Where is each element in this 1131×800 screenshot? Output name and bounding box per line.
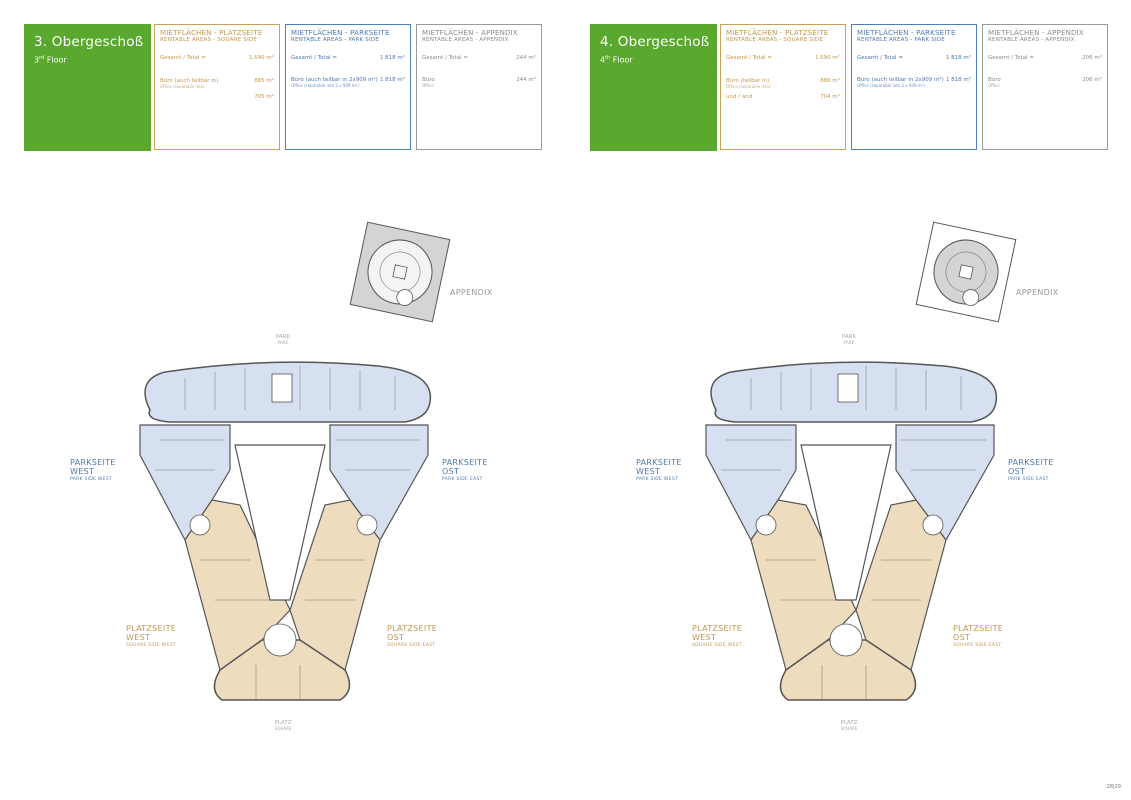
platz-heading: MIETFLÄCHEN - PLATZSEITE [726, 29, 829, 37]
platz-office-row: Büro (teilbar in)Office (separable into)… [726, 78, 840, 89]
platz-total-row: Gesamt / Total =1.590 m² [726, 55, 840, 61]
park-subheading: RENTABLE AREAS - PARK SIDE [291, 37, 379, 43]
platz-subheading: RENTABLE AREAS - SQUARE SIDE [160, 37, 258, 43]
appendix-total-row: Gesamt / Total =244 m² [422, 55, 536, 61]
appendix-heading: MIETFLÄCHEN - APPENDIX [988, 29, 1084, 37]
floor-subtitle: 4th Floor [600, 55, 633, 65]
platz-subheading: RENTABLE AREAS - SQUARE SIDE [726, 37, 824, 43]
appendix-subheading: RENTABLE AREAS - APPENDIX [988, 37, 1075, 43]
park-heading: MIETFLÄCHEN - PARKSEITE [857, 29, 956, 37]
appendix-building [349, 221, 451, 323]
floor-title-block: 4. Obergeschoß 4th Floor [590, 24, 717, 151]
park-area-box: MIETFLÄCHEN - PARKSEITE RENTABLE AREAS -… [285, 24, 411, 150]
park-total-row: Gesamt / Total =1 818 m² [291, 55, 405, 61]
floor-subtitle: 3rd Floor [34, 55, 67, 65]
platz-office-row: Büro (auch teilbar in)Office (separable … [160, 78, 274, 89]
appendix-heading: MIETFLÄCHEN - APPENDIX [422, 29, 518, 37]
floor-plan-4 [705, 221, 1017, 701]
park-heading: MIETFLÄCHEN - PARKSEITE [291, 29, 390, 37]
appendix-area-box: MIETFLÄCHEN - APPENDIX RENTABLE AREAS - … [982, 24, 1108, 150]
appendix-total-row: Gesamt / Total =206 m² [988, 55, 1102, 61]
park-subheading: RENTABLE AREAS - PARK SIDE [857, 37, 945, 43]
appendix-label: APPENDIX [1016, 288, 1059, 297]
floor-page-3: 3. Obergeschoß 3rd Floor MIETFLÄCHEN - P… [0, 0, 565, 800]
platz-heading: MIETFLÄCHEN - PLATZSEITE [160, 29, 263, 37]
platz-total-row: Gesamt / Total =1.590 m² [160, 55, 274, 61]
floor-page-4: 4. Obergeschoß 4th Floor MIETFLÄCHEN - P… [566, 0, 1131, 800]
platz-area-box: MIETFLÄCHEN - PLATZSEITE RENTABLE AREAS … [154, 24, 280, 150]
page-number: 28|29 [1106, 784, 1121, 790]
floor-title: 4. Obergeschoß [600, 34, 710, 50]
park-total-row: Gesamt / Total =1 818 m² [857, 55, 971, 61]
park-office-row: Büro (auch teilbar in 2x909 m²)Office (s… [857, 77, 971, 88]
appendix-subheading: RENTABLE AREAS - APPENDIX [422, 37, 509, 43]
floor-title: 3. Obergeschoß [34, 34, 144, 50]
floor-plan-3 [139, 221, 451, 701]
park-office-row: Büro (auch teilbar in 2x909 m²)Office (s… [291, 77, 405, 88]
appendix-building [915, 221, 1017, 323]
appendix-label: APPENDIX [450, 288, 493, 297]
floor-title-block: 3. Obergeschoß 3rd Floor [24, 24, 151, 151]
appendix-area-box: MIETFLÄCHEN - APPENDIX RENTABLE AREAS - … [416, 24, 542, 150]
park-area-box: MIETFLÄCHEN - PARKSEITE RENTABLE AREAS -… [851, 24, 977, 150]
platz-area-box: MIETFLÄCHEN - PLATZSEITE RENTABLE AREAS … [720, 24, 846, 150]
